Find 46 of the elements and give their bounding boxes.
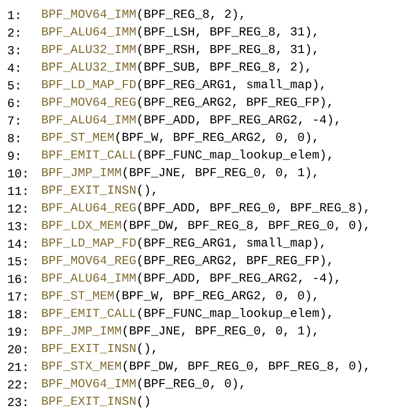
code-line: BPF_MOV64_IMM (BPF_REG_0, 0),	[42, 378, 243, 390]
code-line: BPF_STX_MEM (BPF_DW, BPF_REG_0, BPF_REG_8, 0),	[42, 360, 368, 372]
line-number: 1:	[8, 10, 19, 20]
code-line: BPF_JMP_IMM (BPF_JNE, BPF_REG_0, 0, 1),	[42, 167, 316, 179]
code-line: BPF_ST_MEM (BPF_W, BPF_REG_ARG2, 0, 0),	[42, 290, 316, 302]
line-number: 16:	[8, 274, 26, 283]
code-line: BPF_ALU64_IMM (BPF_ADD, BPF_REG_ARG2, -4),	[42, 114, 338, 126]
code-line: BPF_LD_MAP_FD (BPF_REG_ARG1, small_map),	[42, 79, 324, 91]
line-number: 9:	[8, 152, 19, 160]
code-line: BPF_MOV64_REG (BPF_REG_ARG2, BPF_REG_FP),	[42, 96, 331, 108]
line-number: 18:	[8, 310, 26, 318]
code-line: BPF_ALU64_IMM (BPF_ADD, BPF_REG_ARG2, -4),	[42, 272, 338, 284]
line-number: 15:	[8, 257, 26, 266]
line-number: 4:	[8, 64, 19, 72]
code-line: BPF_EMIT_CALL (BPF_FUNC_map_lookup_elem),	[42, 308, 331, 320]
line-number: 6:	[8, 98, 19, 108]
line-number: 2:	[8, 28, 19, 37]
code-line: BPF_EXIT_INSN (),	[42, 184, 156, 196]
line-number: 3:	[8, 46, 19, 54]
line-number: 21:	[8, 362, 26, 371]
line-number: 13:	[8, 222, 26, 230]
code-line: BPF_LDX_MEM (BPF_DW, BPF_REG_8, BPF_REG_0, 0),	[42, 220, 368, 232]
code-line: BPF_ST_MEM (BPF_W, BPF_REG_ARG2, 0, 0),	[42, 132, 316, 144]
line-number: 12:	[8, 204, 26, 213]
line-number: 20:	[8, 345, 26, 354]
code-line: BPF_MOV64_IMM (BPF_REG_8, 2),	[42, 8, 243, 20]
code-line: BPF_ALU64_IMM (BPF_LSH, BPF_REG_8, 31),	[42, 26, 316, 38]
line-number: 8:	[8, 134, 19, 142]
line-number: 7:	[8, 116, 19, 125]
code-line: BPF_ALU32_IMM (BPF_SUB, BPF_REG_8, 2),	[42, 62, 309, 74]
line-number: 11:	[8, 186, 26, 195]
line-number: 5:	[8, 81, 19, 90]
code-line: BPF_ALU64_REG (BPF_ADD, BPF_REG_0, BPF_REG_8),	[42, 202, 368, 214]
line-number: 19:	[8, 328, 26, 336]
line-number: 17:	[8, 292, 26, 300]
code-line: BPF_EXIT_INSN (),	[42, 343, 156, 355]
code-line: BPF_EMIT_CALL (BPF_FUNC_map_lookup_elem),	[42, 150, 331, 162]
code-line: BPF_MOV64_REG (BPF_REG_ARG2, BPF_REG_FP),	[42, 255, 331, 267]
code-line: BPF_LD_MAP_FD (BPF_REG_ARG1, small_map),	[42, 238, 324, 249]
line-number: 23:	[8, 398, 26, 406]
line-number: 14:	[8, 240, 26, 248]
line-number: 10:	[8, 169, 26, 178]
code-line: BPF_EXIT_INSN ()	[42, 396, 149, 408]
code-line: BPF_JMP_IMM (BPF_JNE, BPF_REG_0, 0, 1),	[42, 326, 316, 337]
line-number: 22:	[8, 380, 26, 388]
code-line: BPF_ALU32_IMM (BPF_RSH, BPF_REG_8, 31),	[42, 44, 316, 56]
